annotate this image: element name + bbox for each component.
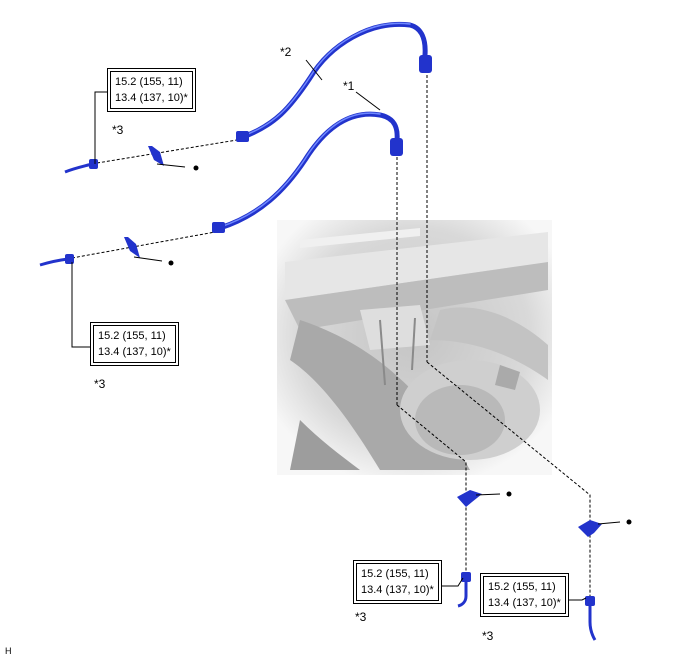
clip-bullet-marker — [626, 519, 632, 525]
torque-box-2-leader — [71, 262, 90, 348]
torque-box-1-leader — [94, 91, 110, 164]
tube-2-rear-flare-nut — [419, 55, 432, 73]
union-bolt-note-label: *3 — [355, 610, 367, 624]
clip-bullet-marker — [168, 260, 174, 266]
torque-value-secondary: 13.4 (137, 10)* — [488, 597, 561, 609]
clip-bullet-marker — [193, 165, 199, 171]
torque-value-primary: 15.2 (155, 11) — [115, 76, 183, 88]
tube-1-leader — [355, 91, 381, 111]
left-lower-hose-end — [39, 254, 74, 267]
tube-2-front-flare-nut — [236, 131, 249, 142]
left-upper-hose-end — [64, 159, 98, 174]
torque-value-primary: 15.2 (155, 11) — [488, 581, 556, 593]
torque-spec-box-lower-right: 15.2 (155, 11) 13.4 (137, 10)* — [480, 573, 569, 617]
brake-tube-1 — [212, 111, 403, 233]
tube-2-leader — [305, 59, 323, 81]
illustration-code-letter: H — [5, 646, 12, 656]
torque-box-4-leader — [567, 597, 587, 601]
right-far-hose-end — [585, 596, 597, 641]
clip-right-far — [578, 519, 632, 537]
clip-right-center — [457, 490, 512, 507]
tube-1-rear-flare-nut — [390, 138, 403, 156]
union-bolt-note-label: *3 — [482, 629, 494, 643]
vehicle-underbody-photo — [277, 220, 552, 475]
torque-value-primary: 15.2 (155, 11) — [361, 568, 429, 580]
torque-value-secondary: 13.4 (137, 10)* — [361, 584, 434, 596]
torque-spec-box-middle-left: 15.2 (155, 11) 13.4 (137, 10)* — [90, 322, 179, 366]
torque-value-secondary: 13.4 (137, 10)* — [115, 92, 188, 104]
tube-1-front-flare-nut — [212, 222, 225, 233]
torque-value-primary: 15.2 (155, 11) — [98, 330, 166, 342]
clip-bullet-marker — [506, 491, 512, 497]
clip-left-upper — [148, 146, 199, 171]
brake-tube-2-label: *2 — [280, 45, 292, 59]
brake-tube-2 — [236, 21, 432, 142]
torque-spec-box-upper-left: 15.2 (155, 11) 13.4 (137, 10)* — [107, 68, 196, 112]
clip-left-lower — [124, 237, 174, 266]
torque-value-secondary: 13.4 (137, 10)* — [98, 346, 171, 358]
union-bolt-note-label: *3 — [112, 123, 124, 137]
union-bolt-note-label: *3 — [94, 377, 106, 391]
leader-lines — [71, 75, 591, 600]
right-center-hose-end — [457, 572, 471, 608]
brake-tube-1-label: *1 — [343, 79, 355, 93]
torque-box-3-leader — [440, 577, 464, 587]
torque-spec-box-lower-center: 15.2 (155, 11) 13.4 (137, 10)* — [353, 560, 442, 604]
